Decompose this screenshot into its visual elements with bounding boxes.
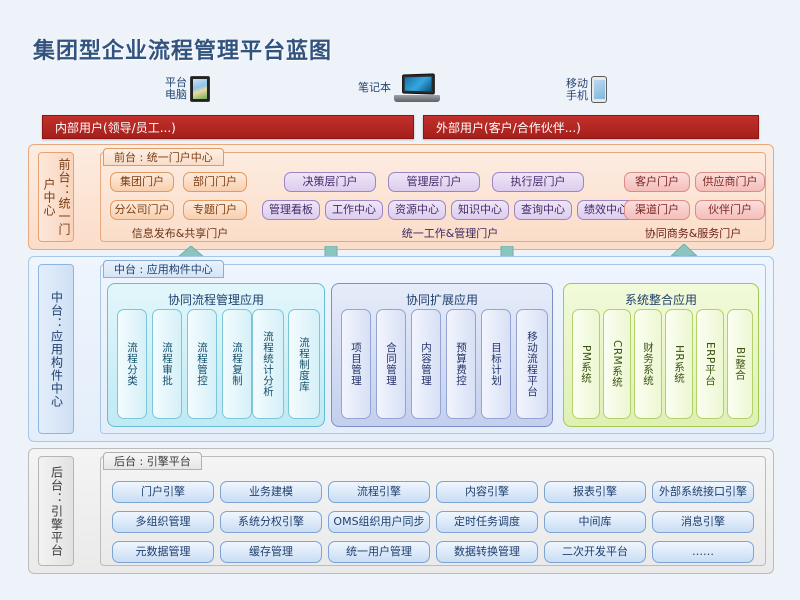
device-laptop: 笔记本 [358, 73, 440, 102]
app-card-liucheng-tongji[interactable]: 流程统计分析 [252, 309, 284, 419]
engine-button-shujuzhuanhuan[interactable]: 数据转换管理 [436, 541, 538, 563]
engine-button-duozuzhi[interactable]: 多组织管理 [112, 511, 214, 533]
portal-button-juece[interactable]: 决策层门户 [284, 172, 376, 192]
group-extend-title: 协同扩展应用 [405, 293, 478, 307]
device-tablet-label: 平台 电脑 [165, 76, 187, 101]
engine-button-oms[interactable]: OMS组织用户同步 [328, 511, 430, 533]
portal-button-jixiao[interactable]: 绩效中心 [577, 200, 635, 220]
front-inner-panel [100, 152, 766, 242]
app-card-neirong[interactable]: 内容管理 [411, 309, 441, 419]
system-card-caiwu[interactable]: 财务系统 [634, 309, 662, 419]
tablet-icon [190, 76, 210, 102]
app-card-liucheng-zhidu[interactable]: 流程制度库 [288, 309, 320, 419]
engine-button-waibu[interactable]: 外部系统接口引擎 [652, 481, 754, 503]
app-card-liucheng-fuzhi[interactable]: 流程复制 [222, 309, 252, 419]
portal-button-huoban[interactable]: 伙伴门户 [695, 200, 765, 220]
back-tab[interactable]: 后台 : 引擎平台 [103, 452, 202, 470]
device-tablet: 平台 电脑 [165, 76, 210, 102]
front-caption-info: 信息发布&共享门户 [131, 227, 229, 240]
app-card-liucheng-guankong[interactable]: 流程管控 [187, 309, 217, 419]
device-mobile-label: 移动 手机 [566, 76, 588, 102]
front-caption-biz: 协同商务&服务门户 [644, 227, 742, 240]
portal-button-jituan[interactable]: 集团门户 [110, 172, 174, 192]
front-tab[interactable]: 前台 : 统一门户中心 [103, 148, 224, 166]
device-mobile: 移动 手机 [566, 76, 607, 103]
engine-button-fenquan[interactable]: 系统分权引擎 [220, 511, 322, 533]
engine-button-tongyiyonghu[interactable]: 统一用户管理 [328, 541, 430, 563]
engine-button-xiaoxi[interactable]: 消息引擎 [652, 511, 754, 533]
portal-button-bumen[interactable]: 部门门户 [183, 172, 247, 192]
portal-button-chaxun[interactable]: 查询中心 [514, 200, 572, 220]
engine-button-baobiao[interactable]: 报表引擎 [544, 481, 646, 503]
app-card-hetong[interactable]: 合同管理 [376, 309, 406, 419]
engine-button-liucheng[interactable]: 流程引擎 [328, 481, 430, 503]
engine-button-more[interactable]: …… [652, 541, 754, 563]
page-title: 集团型企业流程管理平台蓝图 [33, 39, 333, 64]
group-process-title: 协同流程管理应用 [167, 293, 264, 307]
mobile-phone-icon [591, 76, 607, 103]
app-card-liucheng-shenpi[interactable]: 流程审批 [152, 309, 182, 419]
portal-button-gongzuo[interactable]: 工作中心 [325, 200, 383, 220]
portal-button-zhuanti[interactable]: 专题门户 [183, 200, 247, 220]
engine-button-menhu[interactable]: 门户引擎 [112, 481, 214, 503]
app-card-yusuan[interactable]: 预算费控 [446, 309, 476, 419]
internal-users-bar: 内部用户(领导/员工...) [42, 115, 414, 139]
engine-button-yewu[interactable]: 业务建模 [220, 481, 322, 503]
middle-side-label: 中台：应用构件中心 [38, 264, 74, 434]
portal-button-guanlics[interactable]: 管理层门户 [388, 172, 480, 192]
app-card-mubiao[interactable]: 目标计划 [481, 309, 511, 419]
portal-button-kehu[interactable]: 客户门户 [624, 172, 690, 192]
portal-button-kanban[interactable]: 管理看板 [262, 200, 320, 220]
front-caption-work: 统一工作&管理门户 [401, 227, 499, 240]
engine-button-yuanshuju[interactable]: 元数据管理 [112, 541, 214, 563]
system-card-crm[interactable]: CRM系统 [603, 309, 631, 419]
portal-button-zhixing[interactable]: 执行层门户 [492, 172, 584, 192]
system-card-hr[interactable]: HR系统 [665, 309, 693, 419]
engine-button-dingshi[interactable]: 定时任务调度 [436, 511, 538, 533]
portal-button-fengongsi[interactable]: 分公司门户 [110, 200, 174, 220]
external-users-bar: 外部用户(客户/合作伙伴...) [423, 115, 759, 139]
system-card-bi[interactable]: BI整合 [727, 309, 753, 419]
app-card-liucheng-fenlei[interactable]: 流程分类 [117, 309, 147, 419]
laptop-icon [394, 73, 440, 102]
portal-button-gongyingshang[interactable]: 供应商门户 [695, 172, 765, 192]
front-side-label: 前台：统一门户中心 [38, 152, 74, 242]
portal-button-qudao[interactable]: 渠道门户 [624, 200, 690, 220]
engine-button-neirong[interactable]: 内容引擎 [436, 481, 538, 503]
middle-tab[interactable]: 中台 : 应用构件中心 [103, 260, 224, 278]
app-card-yidong[interactable]: 移动流程平台 [516, 309, 548, 419]
system-card-pm[interactable]: PM系统 [572, 309, 600, 419]
app-card-xiangmu[interactable]: 项目管理 [341, 309, 371, 419]
system-card-erp[interactable]: ERP平台 [696, 309, 724, 419]
back-side-label: 后台：引擎平台 [38, 456, 74, 566]
engine-button-zhongjianku[interactable]: 中间库 [544, 511, 646, 533]
device-laptop-label: 笔记本 [358, 81, 391, 94]
portal-button-ziyuan[interactable]: 资源中心 [388, 200, 446, 220]
engine-button-erciKaifa[interactable]: 二次开发平台 [544, 541, 646, 563]
portal-button-zhishi[interactable]: 知识中心 [451, 200, 509, 220]
group-integration-title: 系统整合应用 [624, 293, 697, 307]
engine-button-huancun[interactable]: 缓存管理 [220, 541, 322, 563]
